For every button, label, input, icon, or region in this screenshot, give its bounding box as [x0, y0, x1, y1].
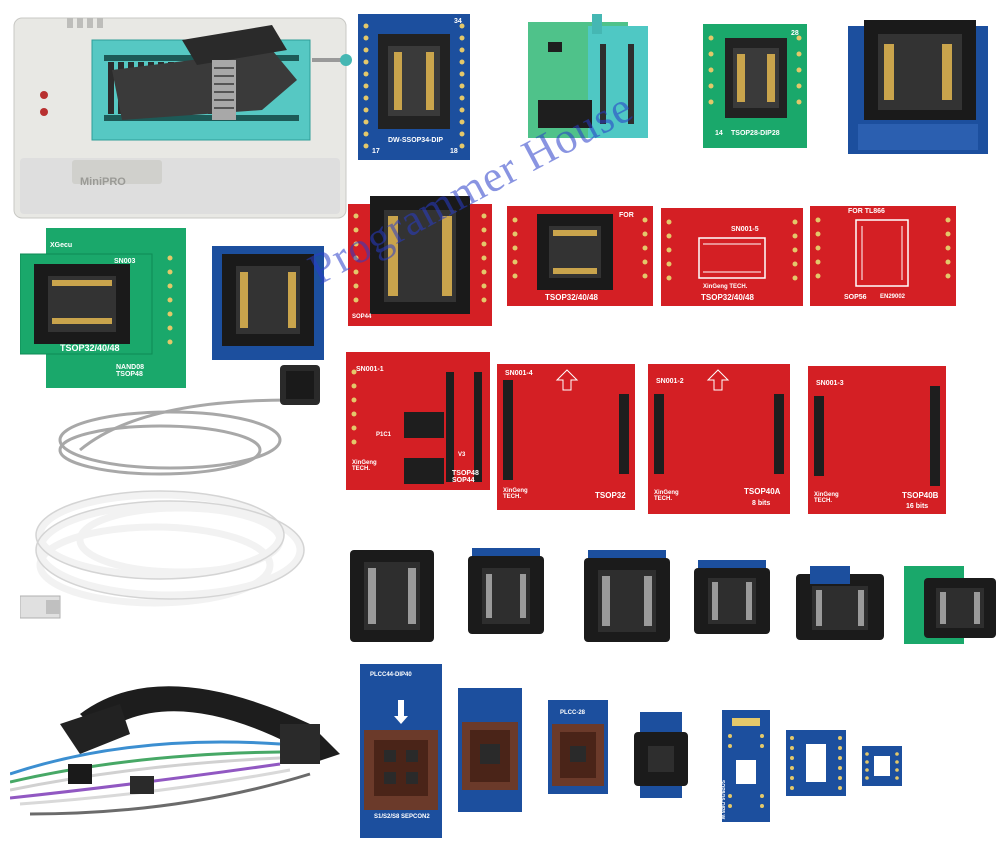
tl866-sub: EN29002: [880, 294, 906, 300]
tl866-label: SOP56: [844, 294, 867, 301]
plcc28-adapter: PLCC-28: [548, 700, 608, 794]
sn001-4-label: SN001-4: [505, 370, 533, 377]
plcc44-adapter: PLCC44-DIP40 S1/S2/S8 SEPCON2: [360, 664, 442, 838]
tsop28-adapter: TSOP28-DIP28 28 14: [703, 24, 807, 148]
sop44-label: SOP44: [352, 314, 372, 320]
sop-socket-1: [350, 550, 434, 642]
test-clip: [9, 664, 340, 834]
sop-socket-6: [904, 566, 996, 644]
ssop34-label: DW-SSOP34-DIP: [388, 137, 444, 144]
qfn-socket: [634, 712, 688, 798]
ssop34-pin-left: 17: [372, 148, 380, 155]
sop8-label: SOP8/16-DIP8 W: [719, 780, 725, 820]
sn001-2-adapter: SN001-2 XinGeng TECH. TSOP40A 8 bits: [648, 364, 790, 514]
programmer-brand: MiniPRO: [80, 176, 126, 188]
tssop-adapter: [786, 730, 846, 796]
usb-cable: [19, 360, 340, 630]
tsop48-sub: SN003: [114, 258, 136, 265]
ssop34-adapter: DW-SSOP34-DIP 34 17 18: [358, 14, 470, 160]
sn001-4-brand: XinGeng TECH.: [503, 488, 528, 500]
tsop32-red-label: TSOP32/40/48: [545, 293, 598, 302]
tsop32-red-for: FOR: [619, 212, 634, 219]
sn001-1-adapter: SN001-1 P1C1 XinGeng TECH. V3 TSOP48 SOP…: [346, 352, 490, 490]
tsop48-green-adapter: XGecu SN003 TSOP32/40/48 NAND08 TSOP48: [19, 228, 186, 388]
sn001-2-brand: XinGeng TECH.: [654, 490, 679, 502]
sn001-4-model: TSOP32: [595, 491, 626, 500]
tsop28-pin-bottom: 14: [715, 130, 723, 137]
sn001-5-model: TSOP32/40/48: [701, 293, 754, 302]
sn001-3-bits: 16 bits: [906, 503, 929, 510]
sn001-2-label: SN001-2: [656, 378, 684, 385]
plcc32-adapter: [458, 688, 522, 812]
sn001-3-adapter: SN001-3 XinGeng TECH. TSOP40B 16 bits: [808, 366, 946, 514]
sop44-adapter: SOP44: [348, 196, 492, 326]
sn001-3-brand: XinGeng TECH.: [814, 492, 839, 504]
sn001-1-brand: XinGeng TECH.: [352, 460, 377, 472]
sn001-1-v: V3: [458, 452, 466, 458]
sn001-1-model: TSOP48 SOP44: [452, 470, 479, 484]
tl866-sop56-adapter: FOR TL866 SOP56 EN29002: [810, 206, 956, 306]
ssop34-pin-top: 34: [454, 18, 462, 25]
tsop-socket-blue: [848, 20, 988, 154]
sn001-5-adapter: SN001-5 XinGeng TECH. TSOP32/40/48: [661, 208, 803, 306]
ssop34-pin-right: 18: [450, 148, 458, 155]
tsop28-pin-top: 28: [791, 30, 799, 37]
plcc28-label: PLCC-28: [560, 710, 586, 716]
sop-socket-2: [468, 548, 544, 634]
sop-socket-4: [694, 560, 770, 634]
sn001-5-brand: XinGeng TECH.: [703, 284, 748, 290]
sn001-3-model: TSOP40B: [902, 491, 939, 500]
plcc44-bottom: S1/S2/S8 SEPCON2: [374, 814, 430, 820]
small-adapter: [862, 746, 902, 786]
tsop32-red-adapter: FOR TSOP32/40/48: [507, 206, 653, 306]
sn001-1-code: P1C1: [376, 432, 392, 438]
tsop48-bottom: NAND08 TSOP48: [116, 364, 145, 378]
tsop48-label: TSOP32/40/48: [60, 343, 120, 353]
sop8-dip8-adapter: SOP8/16-DIP8 W: [719, 710, 770, 822]
tl866-top: FOR TL866: [848, 208, 885, 215]
plcc44-label: PLCC44-DIP40: [370, 672, 412, 678]
sn001-5-label: SN001-5: [731, 226, 759, 233]
minipro-programmer: MiniPRO: [12, 10, 362, 225]
sop-blue-socket: [212, 246, 324, 360]
sn001-2-model: TSOP40A: [744, 487, 781, 496]
sop-socket-3: [584, 550, 670, 642]
sn001-2-bits: 8 bits: [752, 500, 771, 507]
sn001-4-adapter: SN001-4 XinGeng TECH. TSOP32: [497, 364, 635, 510]
sop-socket-5: [796, 566, 884, 640]
sn001-3-label: SN001-3: [816, 380, 844, 387]
zif-mini-adapter: [528, 14, 658, 140]
sn001-1-label: SN001-1: [356, 366, 384, 373]
tsop28-label: TSOP28-DIP28: [731, 130, 780, 137]
tsop48-brand: XGecu: [50, 242, 73, 249]
